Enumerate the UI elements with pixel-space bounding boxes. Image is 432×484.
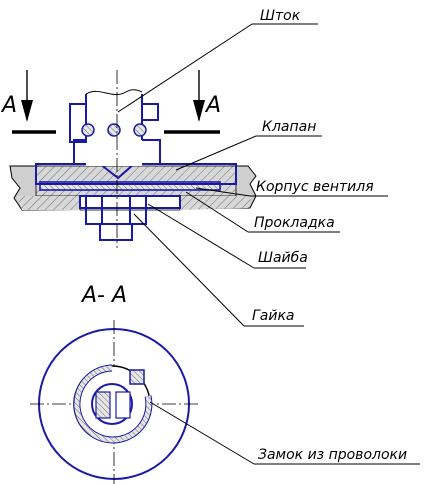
lock-wire-ball <box>81 123 95 137</box>
leader-washer: Шайба <box>147 203 308 269</box>
stem <box>69 70 159 166</box>
leader-nut: Гайка <box>133 213 304 327</box>
lock-wire-ball <box>133 123 147 137</box>
label-lock: Замок из проволоки <box>258 447 407 463</box>
section-title: А- А <box>80 283 127 308</box>
leader-lock: Замок из проволоки <box>149 401 420 465</box>
label-nut: Гайка <box>252 308 295 324</box>
label-stem: Шток <box>260 8 301 24</box>
svg-text:А: А <box>0 93 17 118</box>
leader-stem: Шток <box>117 8 318 113</box>
section-mark-right: А <box>164 70 221 134</box>
label-washer: Шайба <box>258 250 308 266</box>
svg-text:А: А <box>204 93 221 118</box>
leader-body: Корпус вентиля <box>195 179 388 197</box>
leader-gasket: Прокладка <box>185 191 340 233</box>
label-body: Корпус вентиля <box>256 179 374 195</box>
section-view <box>30 320 200 484</box>
label-valve: Клапан <box>262 119 316 135</box>
nut <box>85 195 147 241</box>
gasket <box>39 181 221 191</box>
section-mark-left: А <box>0 70 56 134</box>
label-gasket: Прокладка <box>254 215 335 231</box>
lock-wire-ball <box>107 123 121 137</box>
leader-valve: Клапан <box>175 119 322 171</box>
